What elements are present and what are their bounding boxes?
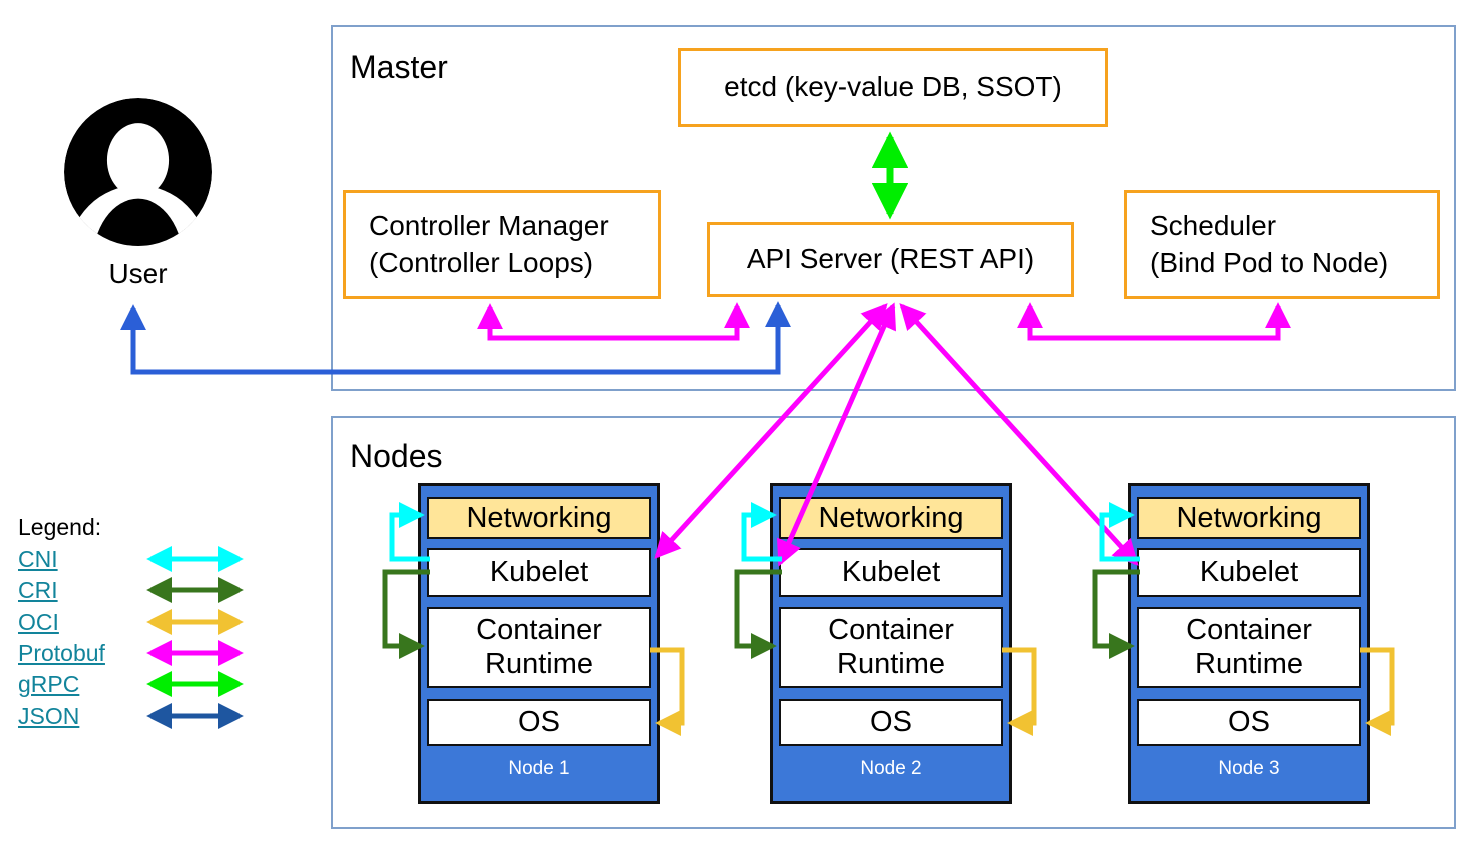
node-2-container-runtime-layer: Container Runtime <box>779 607 1003 688</box>
node-3-container-runtime-layer: Container Runtime <box>1137 607 1361 688</box>
node-3-name: Node 3 <box>1218 758 1280 779</box>
node-2-kubelet-layer: Kubelet <box>779 548 1003 597</box>
user-avatar-icon <box>64 98 212 246</box>
node-1-networking-layer: Networking <box>427 497 651 539</box>
scheduler-box: Scheduler (Bind Pod to Node) <box>1124 190 1440 299</box>
legend-arrows <box>146 546 244 729</box>
legend-link-grpc[interactable]: gRPC <box>18 671 80 697</box>
api-server-box: API Server (REST API) <box>707 222 1074 297</box>
controller-manager-label-line1: Controller Manager <box>369 209 609 241</box>
controller-manager-box: Controller Manager (Controller Loops) <box>343 190 661 299</box>
scheduler-label-line2: (Bind Pod to Node) <box>1150 246 1389 278</box>
legend-title: Legend: <box>18 514 102 540</box>
node-3-os-layer: OS <box>1137 699 1361 746</box>
legend-link-json[interactable]: JSON <box>18 703 80 729</box>
node-1-name: Node 1 <box>508 758 570 779</box>
controller-manager-label-line2: (Controller Loops) <box>369 246 594 278</box>
api-server-box-label: API Server (REST API) <box>746 243 1035 275</box>
node-1-container-runtime-layer: Container Runtime <box>427 607 651 688</box>
user-label: User <box>108 258 168 289</box>
node-1-os-layer: OS <box>427 699 651 746</box>
legend-link-cri[interactable]: CRI <box>18 577 58 603</box>
node-2-os-layer: OS <box>779 699 1003 746</box>
node-2: Networking Kubelet Container Runtime OS … <box>770 483 1012 804</box>
etcd-box-label: etcd (key-value DB, SSOT) <box>724 71 1062 103</box>
node-2-name: Node 2 <box>860 758 922 779</box>
master-section-label: Master <box>350 49 448 85</box>
node-1-kubelet-layer: Kubelet <box>427 548 651 597</box>
node-3-networking-layer: Networking <box>1137 497 1361 539</box>
legend-link-protobuf[interactable]: Protobuf <box>18 640 105 666</box>
node-3: Networking Kubelet Container Runtime OS … <box>1128 483 1370 804</box>
legend-link-oci[interactable]: OCI <box>18 609 59 635</box>
nodes-section-label: Nodes <box>350 438 443 474</box>
scheduler-label-line1: Scheduler <box>1150 209 1277 241</box>
node-1: Networking Kubelet Container Runtime OS … <box>418 483 660 804</box>
node-3-kubelet-layer: Kubelet <box>1137 548 1361 597</box>
node-2-networking-layer: Networking <box>779 497 1003 539</box>
etcd-box: etcd (key-value DB, SSOT) <box>678 48 1108 127</box>
legend-link-cni[interactable]: CNI <box>18 546 58 572</box>
